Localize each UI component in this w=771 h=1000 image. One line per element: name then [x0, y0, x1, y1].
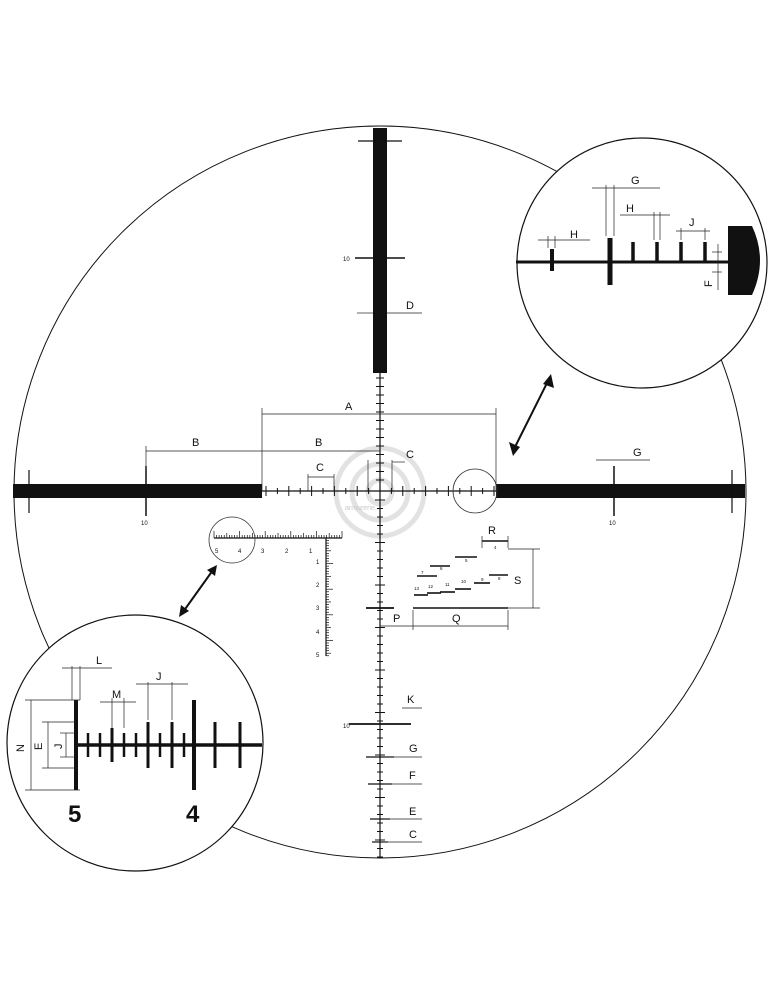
dimension-A: A	[261, 401, 497, 491]
dimension-B-right: B	[262, 437, 381, 466]
inset-label-H-left: H	[570, 229, 578, 241]
callout-circle-left	[208, 516, 256, 564]
scale-v-2: 2	[316, 583, 320, 589]
inset-label-M: M	[112, 689, 121, 701]
inset-post-end	[728, 226, 760, 295]
callout-circle-right	[452, 468, 498, 514]
holdover-4: 4	[494, 545, 497, 550]
scale-h-4: 4	[238, 549, 242, 555]
scale-v-3: 3	[316, 606, 320, 612]
zoom-inset-right: H G H J F	[516, 137, 768, 389]
dimension-K: K	[402, 694, 422, 709]
label-A: A	[345, 401, 353, 413]
dimension-R: R	[481, 525, 509, 548]
reticle-ticks	[213, 377, 495, 858]
dimension-E-lower: E	[384, 806, 422, 820]
inset-label-J: J	[156, 671, 162, 683]
scale-v-4: 4	[316, 630, 320, 636]
label-S: S	[514, 575, 521, 587]
zoom-inset-left: L M J N E J 5 4	[6, 614, 264, 872]
holdover-9: 9	[481, 577, 484, 582]
label-E-lower: E	[409, 806, 416, 818]
arrow-to-top-inset	[509, 374, 554, 456]
inset-number-5: 5	[68, 801, 81, 828]
scale-v-5: 5	[316, 653, 320, 659]
scale-h-2: 2	[285, 549, 289, 555]
label-F-lower: F	[409, 770, 416, 782]
holdover-bars	[413, 540, 508, 609]
dimension-C-left: C	[307, 462, 335, 491]
holdover-7: 7	[421, 570, 424, 575]
dimension-C-lower: C	[384, 829, 422, 843]
holdover-numbers: 4 5 6 7 8 9 10 11 12 13	[414, 545, 501, 591]
lower-number: 10	[343, 724, 350, 730]
dimension-D: D	[357, 300, 422, 314]
label-R: R	[488, 525, 496, 537]
left-post-number: 10	[141, 521, 148, 527]
inset-label-N: N	[15, 744, 27, 752]
inset-label-J: J	[689, 217, 695, 229]
dimension-G-post: G	[596, 447, 650, 461]
dimension-F-lower: F	[384, 770, 422, 785]
scale-h-1: 1	[309, 549, 313, 555]
holdover-5: 5	[465, 558, 468, 563]
label-Q: Q	[452, 613, 461, 625]
label-B-right: B	[315, 437, 322, 449]
label-K: K	[407, 694, 415, 706]
dimension-C-center: C	[367, 449, 414, 491]
right-post-number: 10	[609, 521, 616, 527]
holdover-10: 10	[461, 579, 467, 584]
dimension-G-lower: G	[384, 743, 422, 758]
label-C-lower: C	[409, 829, 417, 841]
holdover-11: 11	[445, 582, 450, 587]
dimension-Q: Q	[413, 610, 509, 630]
inset-label-E: E	[33, 743, 45, 750]
label-B-left: B	[192, 437, 199, 449]
holdover-13: 13	[414, 586, 420, 591]
inset-label-H-right: H	[626, 203, 634, 215]
left-thick-post	[13, 484, 262, 498]
dimension-P: P	[380, 610, 414, 630]
inset-label-L: L	[96, 655, 102, 667]
scale-v-1: 1	[316, 560, 320, 566]
arrow-to-bottom-inset	[179, 565, 217, 617]
watermark-text: armurerie...	[345, 505, 381, 512]
holdover-12: 12	[428, 584, 434, 589]
dimension-B-left: B	[145, 437, 262, 470]
holdover-6: 6	[440, 566, 443, 571]
scale-h-3: 3	[261, 549, 265, 555]
inset-label-F: F	[703, 280, 715, 287]
inset-number-4: 4	[186, 801, 200, 828]
inset-label-J-vertical: J	[53, 744, 65, 750]
inset-label-G: G	[631, 175, 640, 187]
top-post-number: 10	[343, 257, 350, 263]
label-C-center: C	[406, 449, 414, 461]
right-thick-post	[496, 484, 745, 498]
label-P: P	[393, 613, 400, 625]
label-D: D	[406, 300, 414, 312]
top-thick-post	[373, 128, 387, 373]
dimension-S: S	[508, 548, 540, 609]
scale-h-5: 5	[215, 549, 219, 555]
label-G-lower: G	[409, 743, 418, 755]
label-G-post: G	[633, 447, 642, 459]
holdover-8: 8	[498, 576, 501, 581]
label-C-top: C	[316, 462, 324, 474]
